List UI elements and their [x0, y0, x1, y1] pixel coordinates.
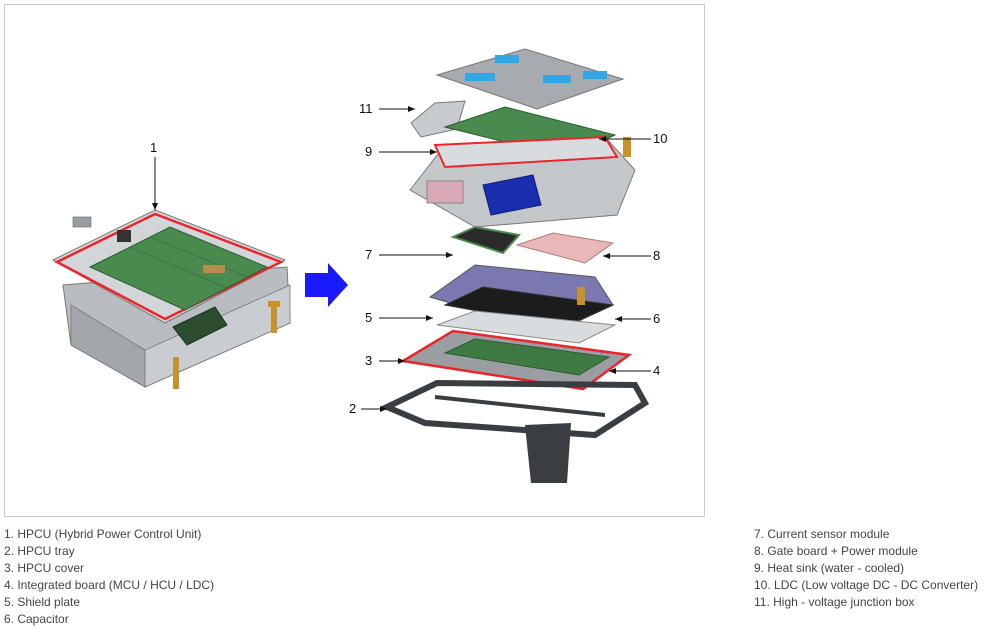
- legend-item: 10. LDC (Low voltage DC - DC Converter): [754, 578, 979, 592]
- hpcu-exploded-diagram: 1 2 3 4 5 6 7 8 9 10 11: [51, 48, 667, 483]
- legend-item: 2. HPCU tray: [4, 544, 75, 558]
- callout-3: 3: [365, 353, 372, 368]
- diagram-frame: 1 2 3 4 5 6 7 8 9 10 11: [4, 4, 705, 517]
- exploded-hpcu-illustration: [379, 48, 649, 483]
- legend-left: 1. HPCU (Hybrid Power Control Unit) 2. H…: [4, 526, 214, 628]
- callout-11: 11: [359, 101, 373, 116]
- callout-8: 8: [653, 248, 660, 263]
- legend-item: 8. Gate board + Power module: [754, 544, 918, 558]
- assembled-hpcu-illustration: [51, 209, 291, 389]
- legend-item: 11. High - voltage junction box: [754, 595, 915, 609]
- legend-item: 4. Integrated board (MCU / HCU / LDC): [4, 578, 215, 592]
- callout-10: 10: [653, 131, 667, 146]
- legend-item: 6. Capacitor: [4, 612, 69, 626]
- legend-item: 1. HPCU (Hybrid Power Control Unit): [4, 527, 202, 541]
- callout-1: 1: [150, 140, 157, 155]
- callout-7: 7: [365, 247, 372, 262]
- legend-right: 7. Current sensor module 8. Gate board +…: [754, 526, 978, 611]
- assembly-direction-arrow: [305, 263, 348, 307]
- callout-5: 5: [365, 310, 372, 325]
- callout-9: 9: [365, 144, 372, 159]
- callout-2: 2: [349, 401, 356, 416]
- legend-item: 5. Shield plate: [4, 595, 81, 609]
- callout-6: 6: [653, 311, 660, 326]
- legend-item: 7. Current sensor module: [754, 527, 890, 541]
- callout-leaders: [152, 106, 651, 412]
- legend-item: 9. Heat sink (water - cooled): [754, 561, 905, 575]
- legend-item: 3. HPCU cover: [4, 561, 85, 575]
- callout-4: 4: [653, 363, 660, 378]
